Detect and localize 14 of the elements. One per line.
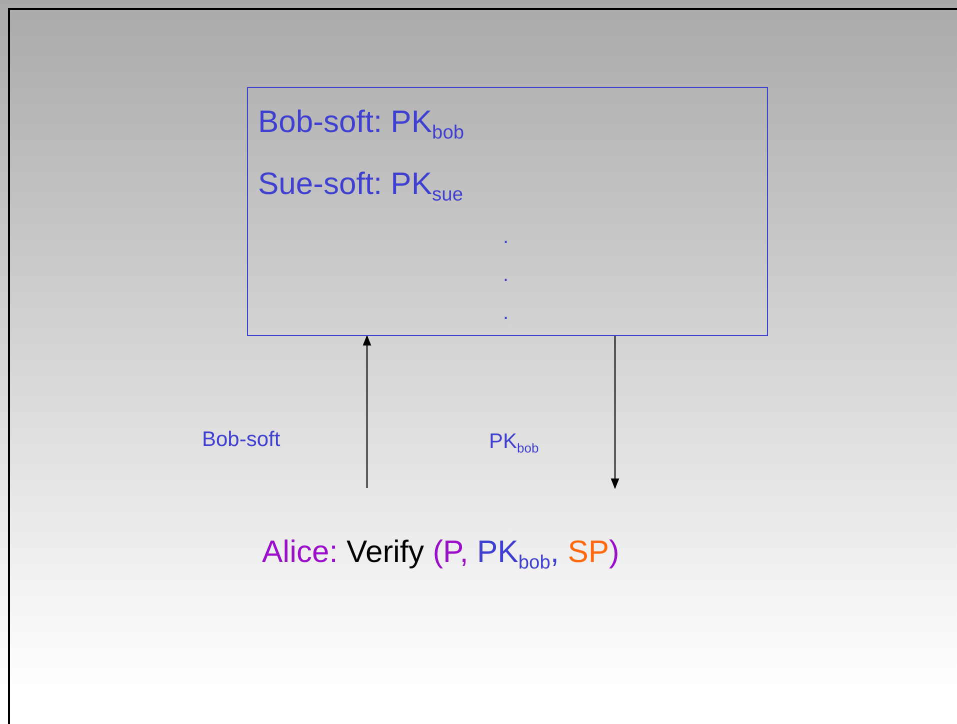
ellipsis-dots: . . . bbox=[503, 225, 510, 326]
registry-box bbox=[247, 87, 768, 336]
arrow bbox=[362, 334, 372, 488]
key-entry: Sue-soft: PK$_{sue}$ bbox=[258, 168, 463, 205]
edge-label: Bob-soft bbox=[202, 429, 280, 450]
statement-text: SP bbox=[568, 534, 610, 569]
statement-text: Alice: bbox=[262, 534, 338, 569]
key-entry: Bob-soft: PK$_{bob}$ bbox=[258, 106, 464, 143]
statement-text: PK$_{bob}$, bbox=[476, 534, 560, 569]
arrow bbox=[610, 336, 620, 490]
edge-label: PK$_{bob}$ bbox=[489, 431, 539, 455]
statement-text: Verify bbox=[346, 534, 424, 569]
statement-text: (P, bbox=[432, 534, 468, 569]
statement-text: ) bbox=[609, 534, 620, 569]
